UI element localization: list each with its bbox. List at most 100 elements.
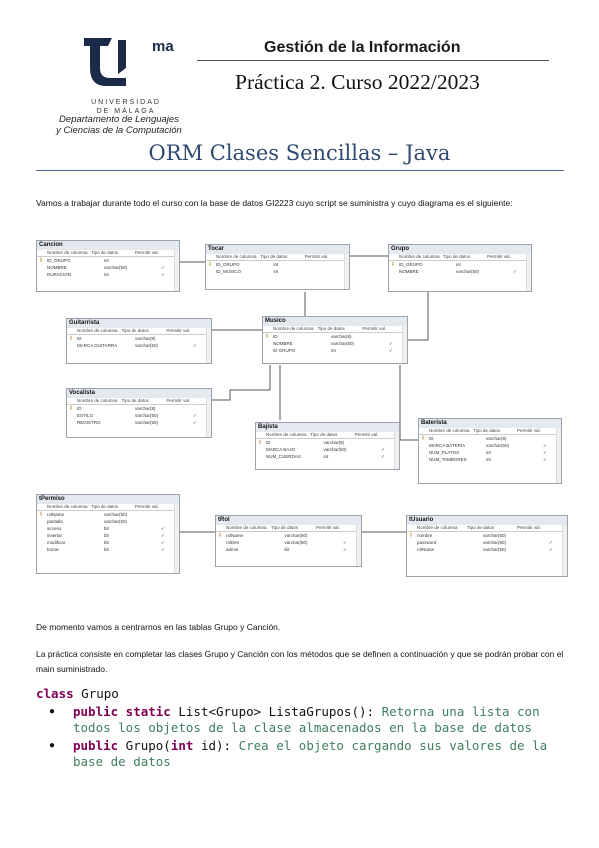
- db-cell: bit: [284, 547, 290, 552]
- db-cell: varchar(50): [284, 540, 308, 545]
- rel-musico-baterista: [399, 365, 418, 441]
- db-cell: int: [273, 269, 279, 274]
- allow-null-check: ✓: [543, 450, 547, 455]
- db-cell: NUM_PLATOS: [429, 450, 460, 455]
- db-cell: ID: [429, 436, 434, 441]
- scrollbar: [556, 428, 561, 483]
- allow-null-check: ✓: [161, 547, 165, 552]
- db-table-title: tRol: [216, 516, 361, 525]
- allow-null-check: ✓: [381, 447, 385, 452]
- method1-description: Retorna una lista con todos los objetos …: [73, 704, 540, 735]
- allow-null-check: ✓: [543, 443, 547, 448]
- db-cell: int: [323, 454, 329, 459]
- db-cell: int: [486, 450, 491, 455]
- db-cell: int: [331, 348, 336, 353]
- method2-description: Crea el objeto cargando sus valores de l…: [73, 738, 548, 769]
- rel-grupo-musico: [408, 292, 429, 341]
- allow-null-check: ✓: [513, 269, 517, 274]
- db-cell: ID: [77, 336, 82, 341]
- db-table-row: NUM_PLATOS int ✓: [419, 449, 561, 456]
- db-cell: ID_GRUPO: [47, 258, 71, 263]
- allow-null-check: ✓: [161, 526, 165, 531]
- primary-key-icon: ⚷: [39, 257, 43, 263]
- db-column-header: Tipo de datos: [473, 428, 501, 433]
- db-column-header: Nombre de columna: [429, 428, 470, 433]
- allow-null-check: ✓: [543, 457, 547, 462]
- db-cell: ID: [266, 440, 271, 445]
- db-cell: NOMBRE: [273, 341, 293, 346]
- primary-key-icon: ⚷: [69, 405, 73, 411]
- allow-null-check: ✓: [161, 533, 165, 538]
- db-cell: bit: [104, 533, 109, 538]
- db-column-header: Tipo de datos: [467, 525, 495, 530]
- db-column-header: Tipo de datos: [121, 398, 149, 403]
- db-cell: MARCA BATERIA: [429, 443, 466, 448]
- db-cell: ID: [77, 406, 82, 411]
- allow-null-check: [331, 268, 349, 275]
- method2-signature-b: id):: [193, 738, 232, 753]
- db-column-header: Tipo de datos: [443, 254, 471, 259]
- allow-null-check: ✓: [549, 547, 553, 552]
- db-cell: MARCA BAJO: [266, 447, 296, 452]
- paragraph-focus: De momento vamos a centrarnos en las tab…: [36, 622, 281, 632]
- db-cell: MARCA GUITARRA: [77, 343, 118, 348]
- db-cell: ID_GRUPO: [216, 262, 240, 267]
- db-cell: ESTILO: [77, 413, 94, 418]
- scrollbar: [206, 328, 211, 363]
- db-cell: password: [417, 540, 437, 545]
- scrollbar: [356, 525, 361, 566]
- db-column-header: Tipo de datos: [310, 432, 338, 437]
- db-cell: int: [456, 262, 461, 267]
- allow-null-check: ✓: [161, 272, 165, 277]
- scrollbar: [562, 525, 567, 576]
- db-table-title: Vocalista: [67, 389, 211, 398]
- db-cell: rolName: [47, 512, 65, 517]
- db-cell: rolDes: [226, 540, 240, 545]
- db-table-title: Cancion: [37, 241, 179, 250]
- db-cell: ID_MUSICO: [216, 269, 242, 274]
- db-table-title: tPermiso: [37, 495, 179, 504]
- allow-null-check: [513, 261, 531, 268]
- db-table-title: Baterista: [419, 419, 561, 428]
- allow-null-check: ✓: [193, 420, 197, 425]
- db-cell: varchar(8): [323, 440, 345, 445]
- db-cell: varchar(50): [135, 420, 159, 425]
- db-cell: int: [104, 258, 109, 263]
- db-cell: varchar(50): [483, 540, 507, 545]
- db-cell: int: [486, 457, 491, 462]
- allow-null-check: [331, 261, 349, 268]
- method2-signature-a: Grupo(: [118, 738, 171, 753]
- method1-modifiers: public static: [73, 704, 171, 719]
- db-column-header: Tipo de datos: [91, 250, 119, 255]
- db-column-header: Permitir val.: [517, 525, 541, 530]
- class-declaration: class Grupo: [36, 686, 576, 702]
- allow-null-check: [193, 335, 211, 342]
- primary-key-icon: ⚷: [208, 261, 212, 267]
- allow-null-check: ✓: [161, 540, 165, 545]
- allow-null-check: ✓: [389, 341, 393, 346]
- db-cell: varchar(50): [104, 512, 128, 517]
- primary-key-icon: ⚷: [409, 532, 413, 538]
- db-cell: ID_GRUPO: [399, 262, 423, 267]
- db-cell: varchar(8): [486, 436, 507, 441]
- allow-null-check: [161, 518, 179, 525]
- db-column-header: Nombre de columna: [273, 326, 314, 331]
- db-column-header: Permitir val.: [487, 254, 511, 259]
- db-table-row: ⚷ ID_GRUPO int: [37, 257, 179, 264]
- db-cell: modificar: [47, 540, 66, 545]
- db-column-header: Nombre de columna: [47, 504, 88, 509]
- db-column-header: Tipo de datos: [260, 254, 288, 259]
- db-cell: rolName: [226, 533, 244, 538]
- allow-null-check: ✓: [161, 265, 165, 270]
- db-cell: NUM_CUERDAS: [266, 454, 301, 459]
